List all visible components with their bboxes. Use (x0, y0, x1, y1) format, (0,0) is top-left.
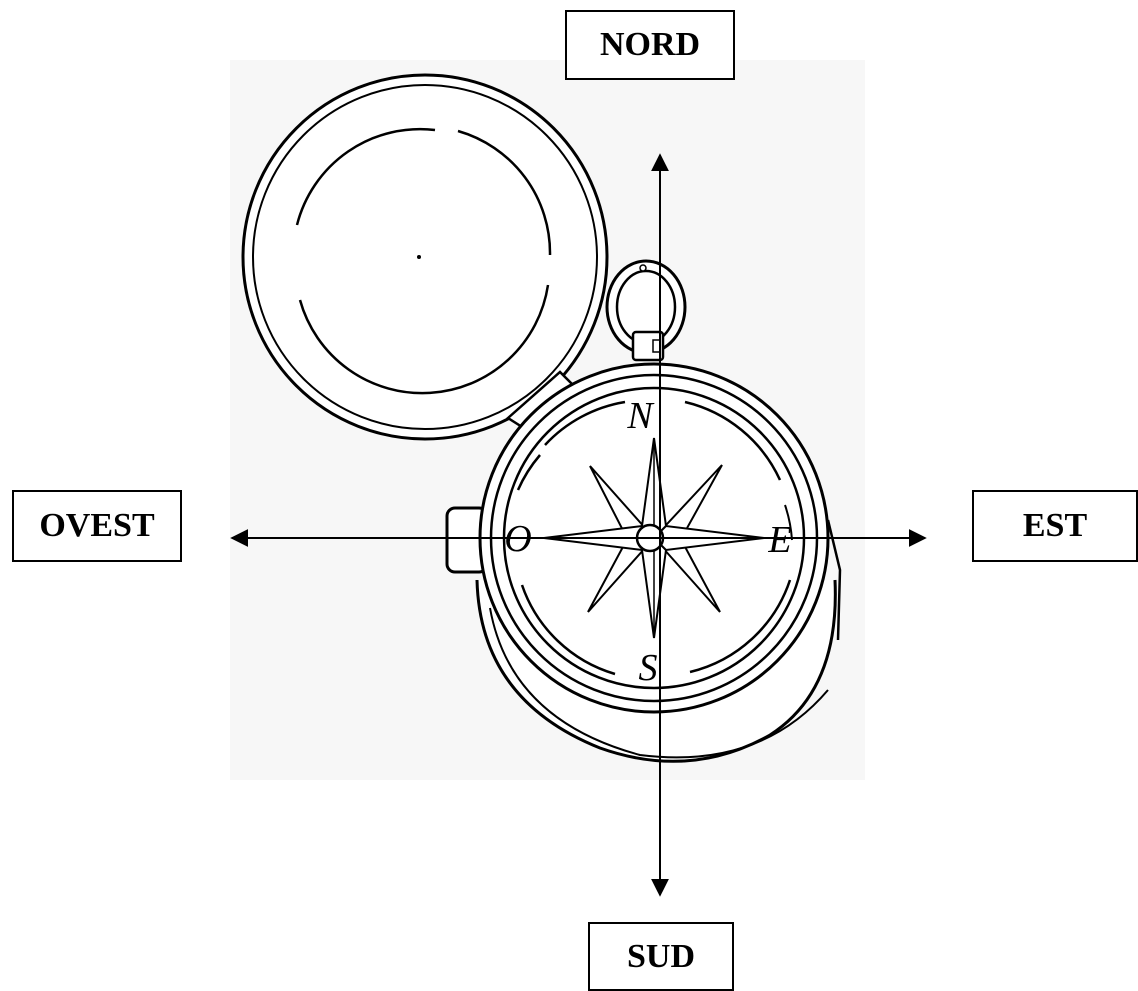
west-label: OVEST (12, 490, 182, 562)
compass-letter-south: S (639, 647, 658, 689)
compass-letter-north: N (626, 395, 655, 437)
north-label: NORD (565, 10, 735, 80)
south-label: SUD (588, 922, 734, 991)
compass-letter-east: E (767, 519, 791, 561)
east-label: EST (972, 490, 1138, 562)
